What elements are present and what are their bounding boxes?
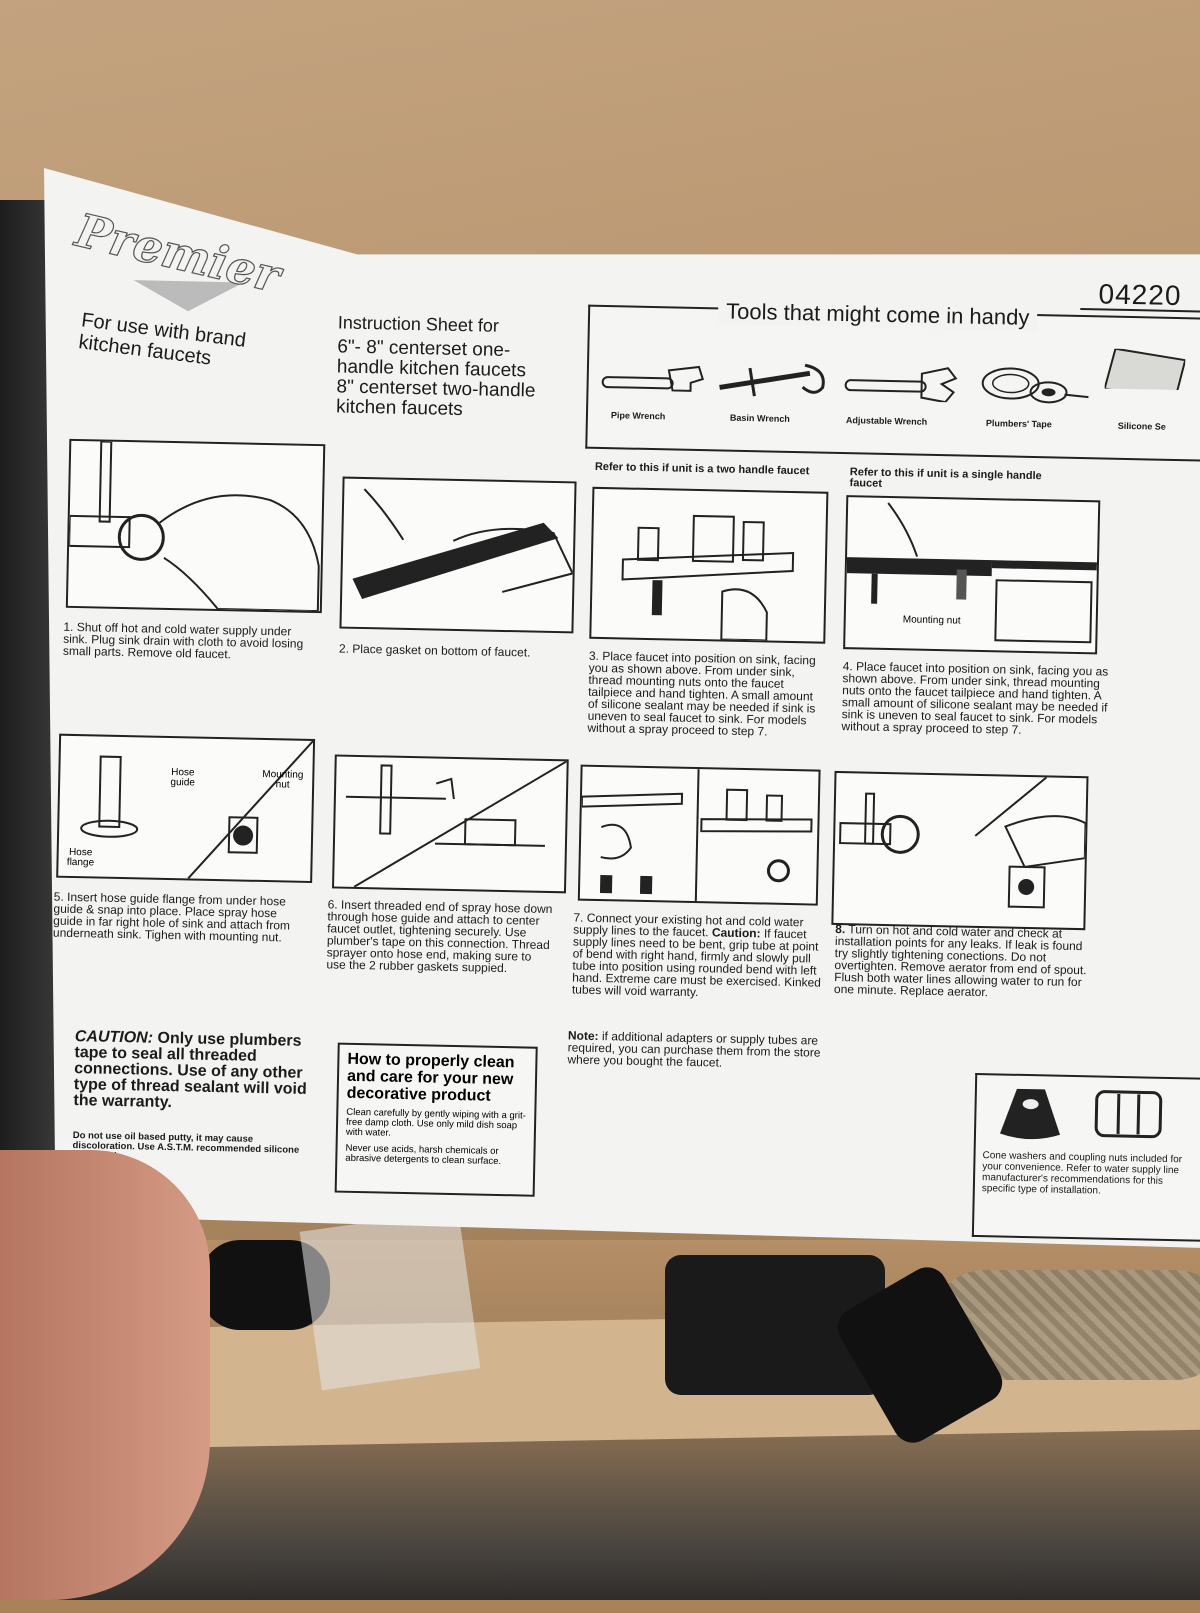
step-2-body: Place gasket on bottom of faucet.	[352, 641, 531, 660]
care-paragraph-1: Clean carefully by gently wiping with a …	[345, 1106, 526, 1139]
step-7-caution-text: If faucet supply lines need to be bent, …	[571, 926, 822, 1000]
instruction-line-1: 6"- 8" centerset one-handle kitchen fauc…	[336, 336, 527, 382]
brand-note: For use with brand kitchen faucets	[77, 309, 248, 370]
caution-block: CAUTION: Only use plumbers tape to seal …	[73, 1028, 315, 1114]
step-1-body: Shut off hot and cold water supply under…	[62, 620, 304, 662]
cone-washer-icon	[1000, 1088, 1060, 1140]
step-8-illustration	[831, 770, 1089, 931]
model-number: 04220	[1098, 278, 1182, 312]
cone-washer-box	[971, 1072, 1200, 1242]
hose-flange-label: Hose flange	[66, 846, 95, 869]
basin-wrench-icon	[719, 363, 825, 397]
step-6-text: 6. Insert threaded end of spray hose dow…	[326, 897, 553, 976]
step-3-text: 3. Place faucet into position on sink, f…	[587, 649, 824, 739]
step-2-number: 2.	[338, 641, 350, 656]
tool-label-basin-wrench: Basin Wrench	[729, 412, 790, 424]
step-6-body: Insert threaded end of spray hose down t…	[326, 897, 553, 976]
step-1-illustration	[65, 438, 326, 614]
hose-guide-label: Hose guide	[170, 767, 196, 789]
coupling-nut-icon	[1094, 1090, 1163, 1139]
step-5-text: 5. Insert hose guide flange from under h…	[52, 889, 309, 945]
step-3-illustration	[589, 486, 829, 644]
adjustable-wrench-icon	[844, 367, 958, 403]
step-8-text: 8. Turn on hot and cold water and check …	[833, 922, 1097, 1000]
step-2-text: 2. Place gasket on bottom of faucet.	[338, 641, 594, 660]
step-6-illustration	[331, 754, 569, 894]
model-underline	[1080, 307, 1200, 313]
hand	[0, 1150, 210, 1600]
care-title: How to properly clean and care for your …	[346, 1050, 515, 1105]
tool-label-plumbers-tape: Plumbers' Tape	[985, 418, 1052, 430]
tool-label-pipe-wrench: Pipe Wrench	[610, 410, 666, 422]
instruction-title: Instruction Sheet for	[337, 312, 500, 336]
step-4-illustration: Mounting nut	[843, 495, 1101, 655]
refer-single-handle: Refer to this if unit is a single handle…	[849, 466, 1042, 490]
tool-label-adjustable-wrench: Adjustable Wrench	[845, 415, 928, 427]
tool-label-silicone-sealant: Silicone Se	[1117, 420, 1166, 432]
step-2-illustration	[339, 476, 577, 634]
silicone-sealant-icon	[1104, 348, 1186, 391]
mounting-nut-label-5: Mounting nut	[262, 768, 304, 791]
step-8-body: Turn on hot and cold water and check at …	[833, 922, 1087, 1000]
care-box: How to properly clean and care for your …	[334, 1042, 538, 1197]
plumbers-tape-icon	[981, 367, 1089, 404]
step-5-body: Insert hose guide flange from under hose…	[52, 889, 291, 945]
instruction-line-2: 8" centerset two-handle kitchen faucets	[335, 376, 536, 421]
mounting-nut-label: Mounting nut	[902, 614, 961, 627]
cone-washer-text: Cone washers and coupling nuts included …	[981, 1150, 1183, 1197]
pipe-wrench-icon	[601, 365, 704, 392]
step-1-text: 1. Shut off hot and cold water supply un…	[62, 620, 319, 662]
step-4-text: 4. Place faucet into position on sink, f…	[841, 659, 1112, 738]
step-7-illustration	[577, 764, 821, 906]
step-4-body: Place faucet into position on sink, faci…	[841, 659, 1109, 737]
refer-two-handle: Refer to this if unit is a two handle fa…	[594, 460, 810, 478]
note-text: if additional adapters or supply tubes a…	[567, 1029, 821, 1070]
care-paragraph-2: Never use acids, harsh chemicals or abra…	[345, 1142, 502, 1168]
step-3-body: Place faucet into position on sink, faci…	[587, 649, 816, 739]
note: Note: if additional adapters or supply t…	[567, 1028, 828, 1070]
step-5-illustration: Hose guide Mounting nut Hose flange	[56, 733, 316, 884]
step-7-text: 7. Connect your existing hot and cold wa…	[571, 910, 828, 1000]
